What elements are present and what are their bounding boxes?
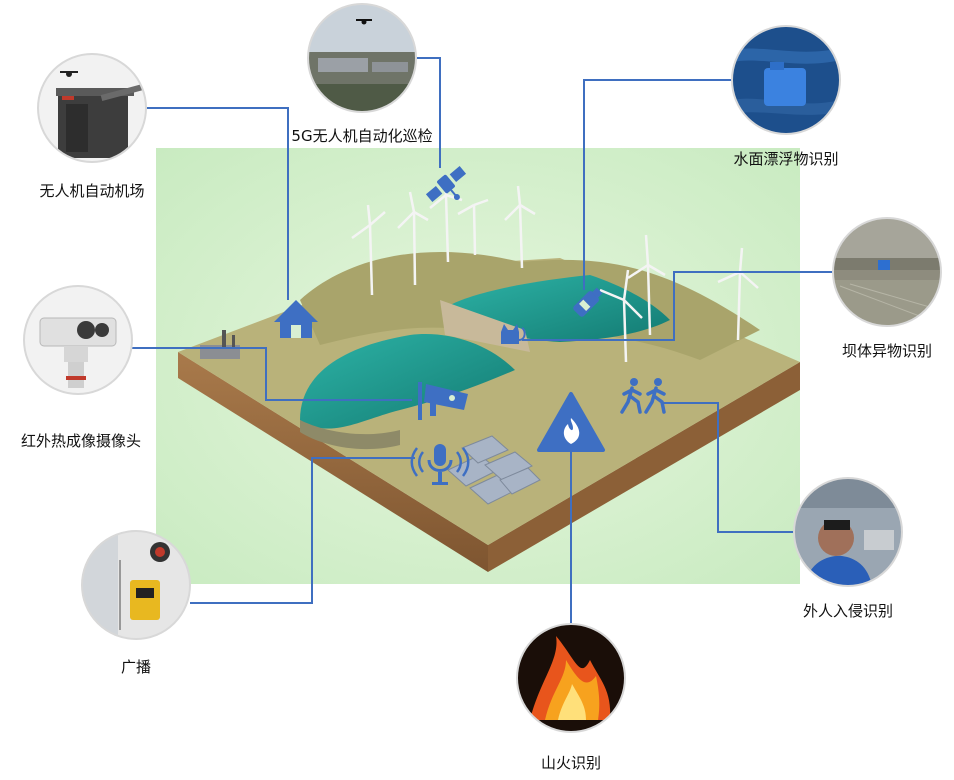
line-broadcast: [190, 457, 415, 604]
label-broadcast: 广播: [120, 658, 152, 676]
label-water-float: 水面漂浮物识别: [733, 150, 839, 168]
broadcast-photo: [81, 530, 191, 640]
line-intrusion: [662, 402, 794, 533]
connector-lines: [132, 57, 833, 624]
microphone-icon: [410, 444, 470, 485]
satellite-icon: [425, 166, 467, 202]
camera-icon: [418, 382, 468, 420]
label-fire: 山火识别: [540, 754, 602, 772]
dam-photo: [832, 217, 942, 327]
label-5g-drone: 5G无人机自动化巡检: [291, 127, 433, 145]
label-drone-dock: 无人机自动机场: [39, 182, 145, 200]
label-dam-foreign: 坝体异物识别: [841, 342, 933, 360]
running-people-icon: [620, 378, 666, 414]
line-water: [583, 79, 732, 290]
line-drone-dock: [146, 107, 289, 300]
5g-drone-photo: [307, 3, 417, 113]
bottle-icon: [573, 287, 603, 317]
home-icon: [274, 300, 318, 338]
wind-turbines: [351, 174, 759, 363]
cat-icon: [501, 324, 526, 344]
line-camera: [132, 347, 412, 401]
line-5g: [416, 57, 441, 168]
drone-dock-photo: [37, 53, 147, 163]
label-thermal-camera: 红外热成像摄像头: [20, 432, 142, 450]
thermal-camera-photo: [23, 285, 133, 395]
line-dam: [522, 271, 833, 341]
water-float-photo: [731, 25, 841, 135]
intrusion-photo: [793, 477, 903, 587]
fire-photo: [516, 623, 626, 733]
fire-warning-icon: [537, 392, 605, 452]
label-intrusion: 外人入侵识别: [802, 602, 894, 620]
